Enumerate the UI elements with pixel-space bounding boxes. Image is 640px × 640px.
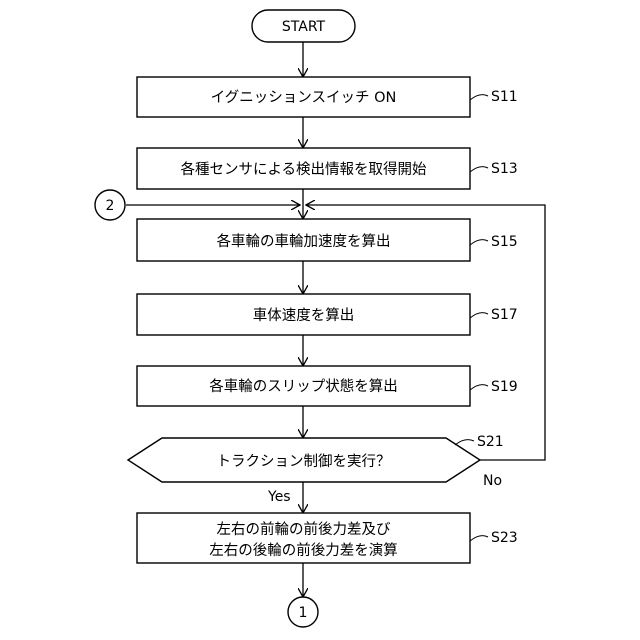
connector-1-label: 1 [299,605,308,621]
step-s11: イグニッションスイッチ ON S11 [137,77,518,117]
step-s13-label: S13 [491,161,518,177]
step-s17-label: S17 [491,307,518,323]
decision-no-label: No [483,473,502,489]
decision-s21-leader [455,440,474,445]
step-s19-label: S19 [491,379,518,395]
step-s23-label: S23 [491,530,518,546]
step-s15-label: S15 [491,234,518,250]
step-s23-text-line2: 左右の後輪の前後力差を演算 [209,542,398,559]
step-s19-text: 各車輪のスリップ状態を算出 [209,378,398,395]
step-s23-leader [470,536,488,541]
step-s23: 左右の前輪の前後力差及び 左右の後輪の前後力差を演算 S23 [137,513,518,563]
step-s11-leader [470,95,488,100]
step-s11-label: S11 [491,89,518,105]
step-s15: 各車輪の車輪加速度を算出 S15 [137,219,518,261]
step-s13: 各種センサによる検出情報を取得開始 S13 [137,148,518,189]
decision-s21: トラクション制御を実行？ S21 Yes No [128,434,504,505]
step-s19: 各車輪のスリップ状態を算出 S19 [137,366,518,406]
step-s15-leader [470,240,488,245]
step-s11-text: イグニッションスイッチ ON [211,89,397,106]
step-s15-text: 各車輪の車輪加速度を算出 [217,233,391,250]
decision-s21-label: S21 [477,434,504,450]
step-s13-leader [470,167,488,172]
step-s17: 車体速度を算出 S17 [137,294,518,335]
start-terminator: START [252,10,355,42]
step-s13-text: 各種センサによる検出情報を取得開始 [180,161,427,178]
step-s19-leader [470,385,488,390]
decision-yes-label: Yes [267,489,291,505]
step-s17-text: 車体速度を算出 [253,307,355,324]
connector-2-label: 2 [106,198,115,214]
start-label: START [282,19,326,35]
decision-s21-text: トラクション制御を実行？ [217,453,391,470]
connector-1: 1 [288,597,318,627]
step-s23-text-line1: 左右の前輪の前後力差及び [217,521,391,538]
step-s17-leader [470,313,488,318]
connector-2: 2 [95,190,125,220]
